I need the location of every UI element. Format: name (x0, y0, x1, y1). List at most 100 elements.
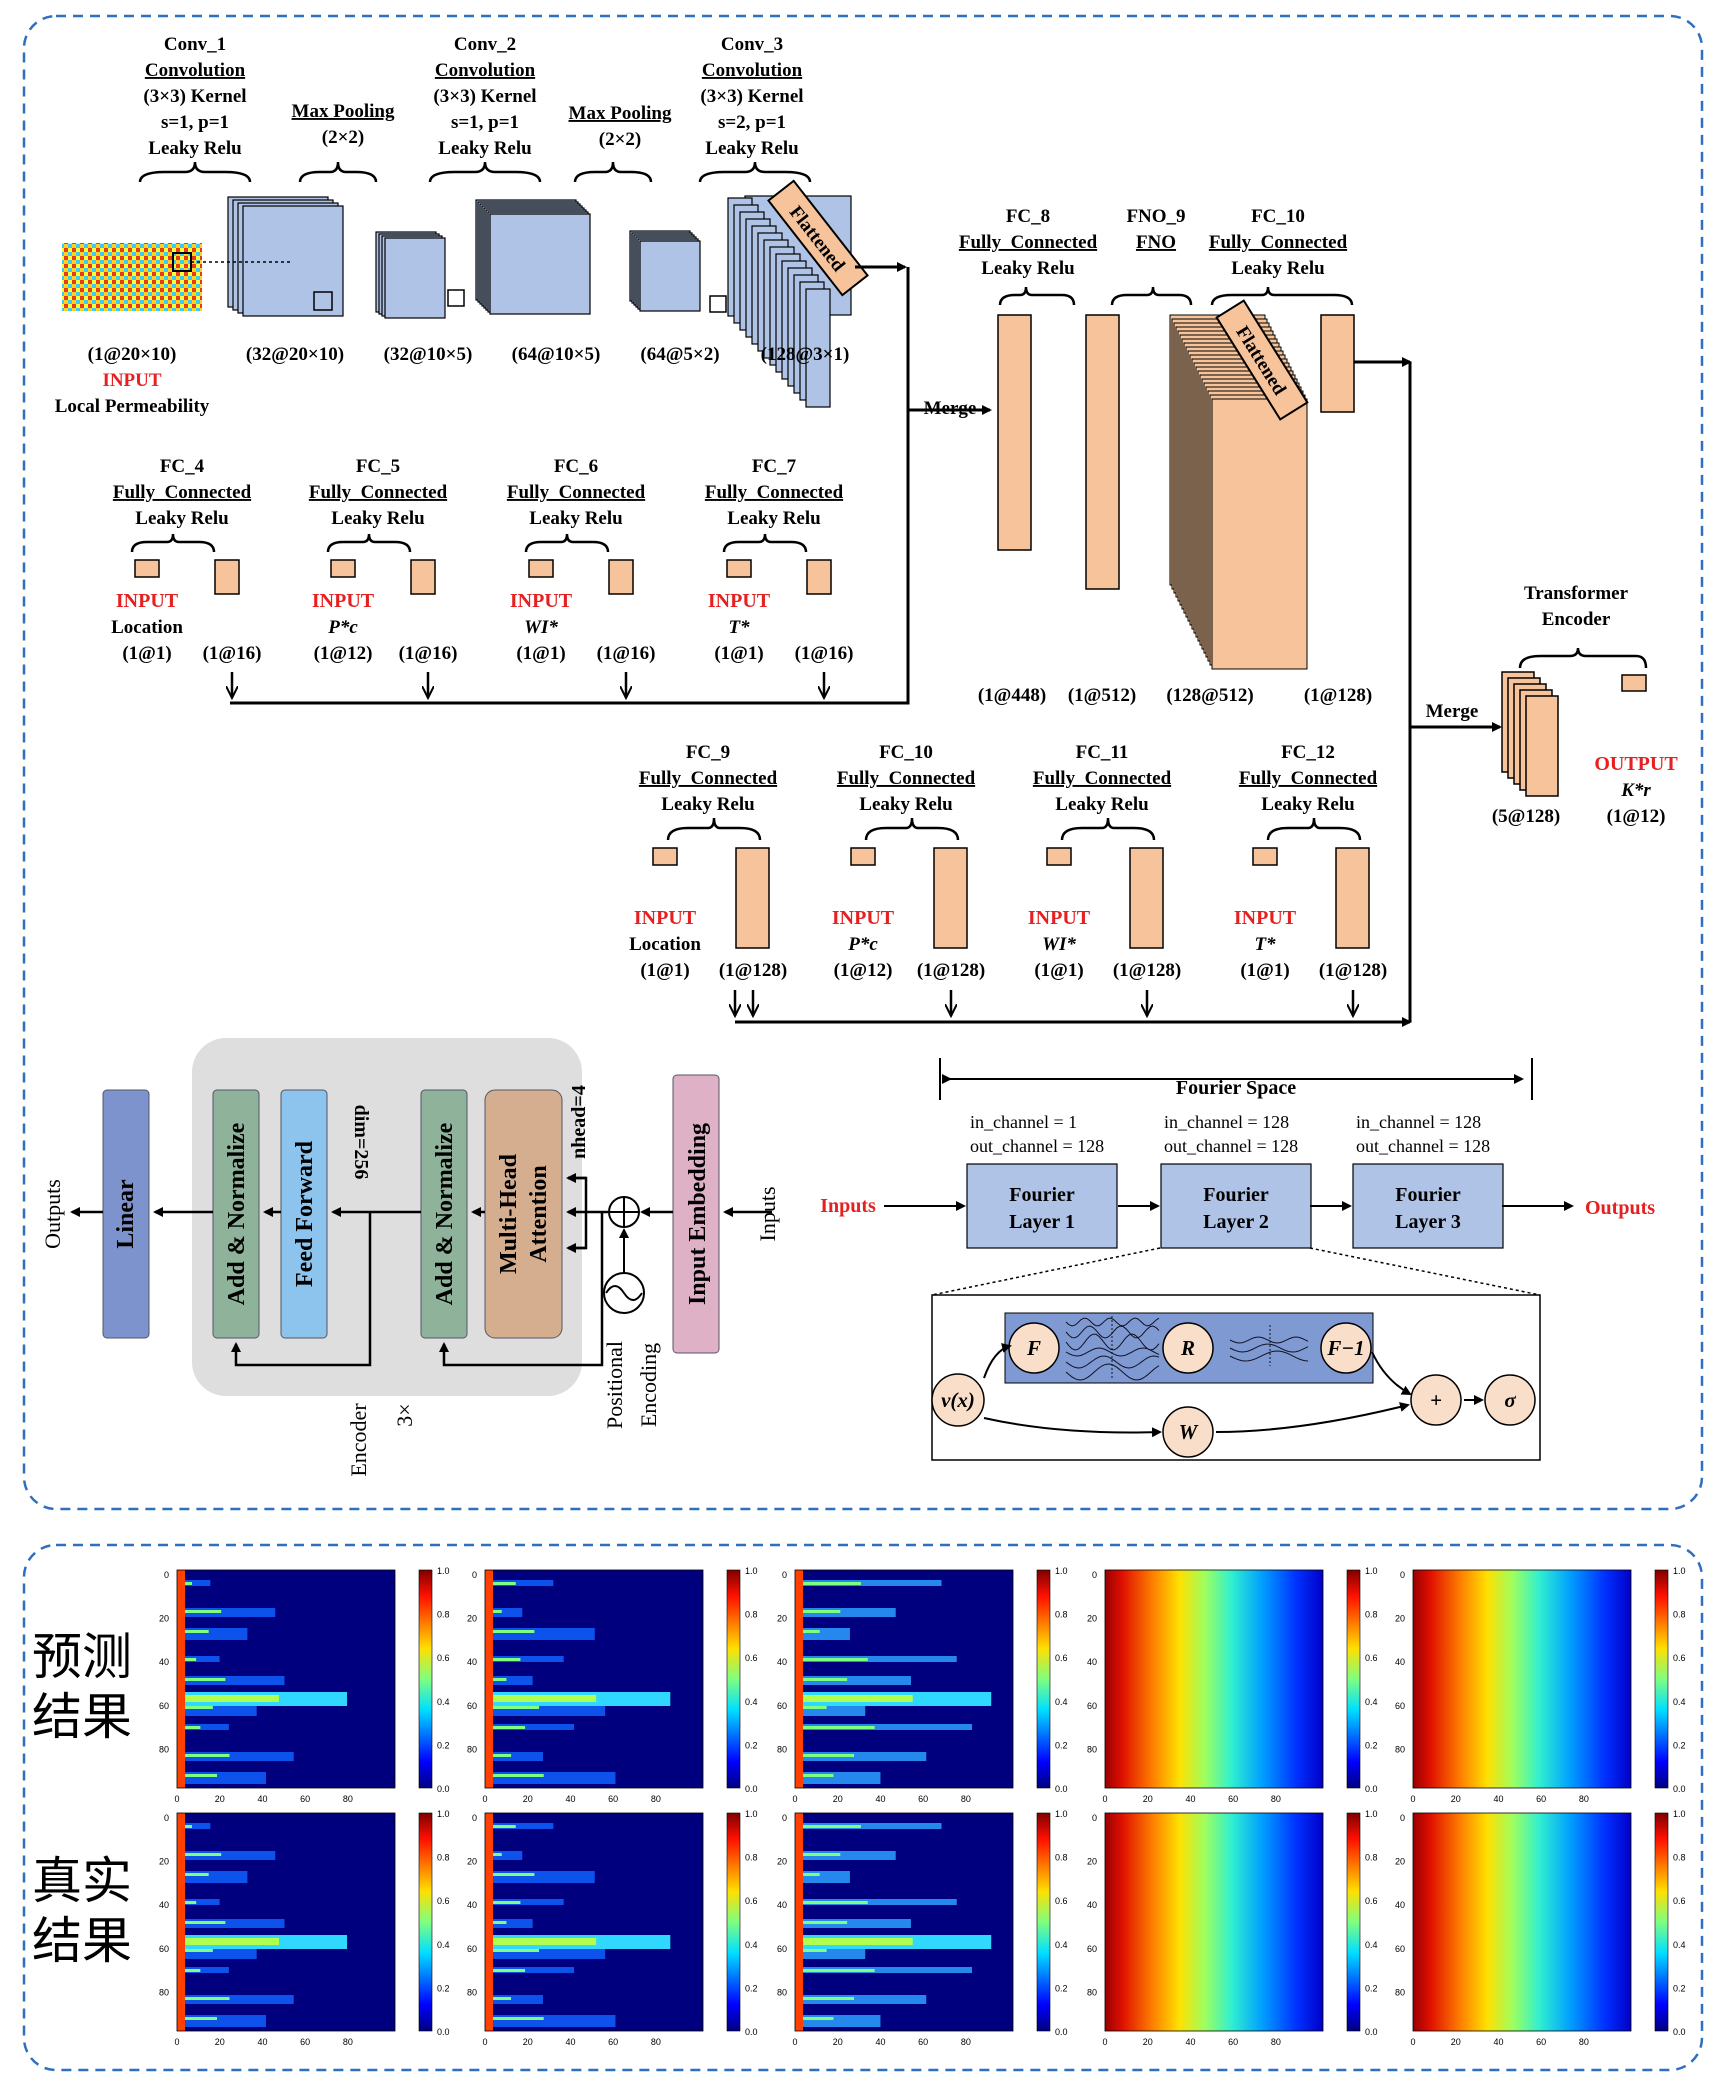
fourier-layer-box (1352, 1163, 1504, 1249)
y-tick-label: 0 (1092, 1813, 1097, 1823)
fc8-act: Leaky Relu (981, 258, 1075, 279)
y-tick-label: 80 (1087, 1744, 1097, 1754)
sigma-node (1484, 1374, 1536, 1426)
y-tick-label: 20 (1087, 1614, 1097, 1624)
plume-core (485, 1610, 502, 1613)
fourier-layer-index: Layer 2 (1203, 1211, 1269, 1233)
fc-small-title: FC_7 (752, 456, 797, 477)
x-tick-label: 0 (482, 1794, 487, 1804)
plume-core (485, 1949, 540, 1952)
output-bar (1621, 674, 1647, 692)
y-tick-label: 80 (1395, 1987, 1405, 1997)
sine-wave-icon (605, 1285, 643, 1301)
cnn-feature-stacks (227, 195, 852, 408)
plume-finger (795, 1580, 942, 1586)
conv3-act: Leaky Relu (705, 138, 799, 159)
fc-large-dim-in: (1@1) (1034, 960, 1083, 981)
colorbar-tick-label: 0.2 (437, 1740, 450, 1750)
plume-finger (485, 1851, 523, 1860)
y-tick-label: 20 (1395, 1857, 1405, 1867)
plume-core (485, 2017, 544, 2020)
zoom-lines (931, 1247, 1541, 1296)
sigma-node-label: σ (1504, 1388, 1516, 1412)
fc-small-input-name: Location (111, 617, 183, 638)
fourier-space-label: Fourier Space (1176, 1077, 1296, 1099)
brace-fc8 (998, 286, 1076, 306)
y-tick-label: 60 (777, 1944, 787, 1954)
y-tick-label: 20 (467, 1857, 477, 1867)
plume-finger (485, 1919, 533, 1928)
plume-core (795, 1754, 855, 1757)
y-tick-label: 20 (159, 1857, 169, 1867)
kernel-box (447, 289, 465, 307)
fno-diagram: Fourier Space in_channel = 1out_channel … (820, 1058, 1655, 1461)
linear-block (102, 1089, 150, 1339)
w-node-label: W (1179, 1420, 1199, 1444)
channel-out-label: out_channel = 128 (1356, 1136, 1490, 1156)
fc-small-input-label: INPUT (116, 590, 179, 612)
fno9-sub: FNO (1136, 232, 1176, 253)
x-tick-label: 40 (875, 1794, 885, 1804)
channel-out-label: out_channel = 128 (970, 1136, 1104, 1156)
kernel-box (313, 291, 333, 311)
plume-core (177, 1901, 197, 1904)
plume-core (485, 1901, 521, 1904)
fc-small-input-name: P*c (327, 617, 358, 638)
y-tick-label: 20 (1395, 1614, 1405, 1624)
heatmap-frame (484, 1569, 704, 1789)
plume-core (795, 1901, 868, 1904)
transformer-sub: Encoder (1542, 609, 1611, 630)
row1-label-2: 结果 (32, 1688, 132, 1746)
plume-finger (795, 1656, 957, 1662)
plume-core (795, 1630, 820, 1633)
fc10-act: Leaky Relu (1231, 258, 1325, 279)
dim-conv3: (128@3×1) (761, 344, 850, 365)
fno9-title: FNO_9 (1126, 206, 1185, 227)
x-tick-label: 20 (1143, 1794, 1153, 1804)
positional-label-1: Positional (602, 1341, 627, 1429)
fc-large-sub: Fully_Connected (837, 768, 976, 789)
colorbar-tick-label: 0.0 (1365, 2027, 1378, 2037)
brace-transformer (1518, 647, 1648, 669)
vx-node-label: v(x) (941, 1388, 975, 1412)
fc8-sub: Fully_Connected (959, 232, 1098, 253)
conv2-act: Leaky Relu (438, 138, 532, 159)
fc-small-in-bar (134, 559, 160, 578)
y-tick-label: 60 (467, 1944, 477, 1954)
plume-core (177, 1997, 230, 2000)
y-tick-label: 40 (467, 1657, 477, 1667)
residual-2 (231, 1212, 372, 1367)
fc-large-brace (1266, 817, 1362, 841)
conv3-stride: s=2, p=1 (718, 112, 786, 133)
colorbar-tick-label: 0.8 (437, 1610, 450, 1620)
row2-label-2: 结果 (32, 1912, 132, 1970)
fc-large-act: Leaky Relu (859, 794, 953, 815)
plume-core (485, 1630, 535, 1633)
colorbar-tick-label: 0.6 (1673, 1653, 1686, 1663)
x-tick-label: 20 (833, 1794, 843, 1804)
v-to-f-arrow (983, 1343, 1012, 1379)
plume-finger (177, 1752, 294, 1761)
brace-conv2 (428, 161, 542, 183)
y-tick-label: 40 (777, 1657, 787, 1667)
plus-node (1410, 1374, 1462, 1426)
plume-core (485, 1853, 502, 1856)
brace-pool1 (298, 161, 378, 183)
channel-in-label: in_channel = 128 (1356, 1112, 1481, 1132)
y-tick-label: 60 (1395, 1944, 1405, 1954)
fc-small-act: Leaky Relu (727, 508, 821, 529)
conv1-kernel: (3×3) Kernel (143, 86, 246, 107)
conv3-title: Conv_3 (721, 34, 783, 55)
conv3-kernel: (3×3) Kernel (700, 86, 803, 107)
fourier-layer-name: Fourier (1009, 1184, 1075, 1206)
input-embedding-label: Input Embedding (685, 1123, 711, 1305)
y-tick-label: 20 (777, 1857, 787, 1867)
encoder-diagram: Linear Add & Normalize Feed Forward dim=… (40, 1038, 780, 1477)
fc-large-dim-out: (1@128) (917, 960, 985, 981)
y-tick-label: 0 (164, 1813, 169, 1823)
colorbar-tick-label: 1.0 (1673, 1809, 1686, 1819)
fc-large-input-name: P*c (847, 934, 878, 955)
